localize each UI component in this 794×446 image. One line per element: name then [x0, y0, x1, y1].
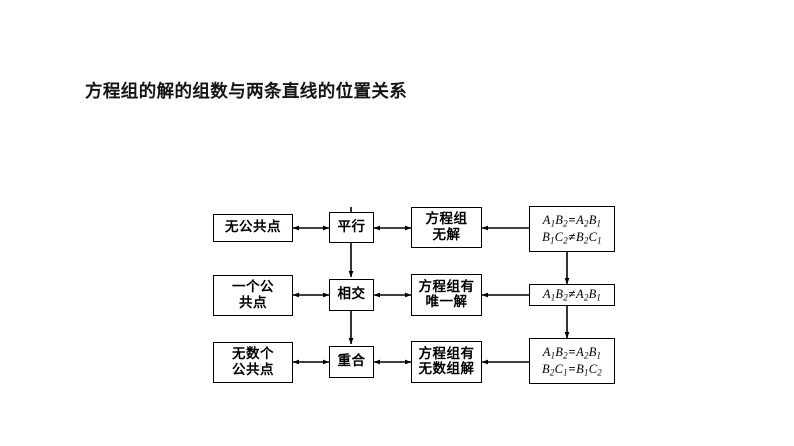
coefficient-line-1: A1B2≠A2B1	[542, 287, 602, 303]
node-line: 无公共点	[225, 219, 281, 236]
node-coefficient-row-coincide[interactable]: A1B2=A2B1 B2C1=B1C2	[529, 338, 615, 384]
node-line: 一个公	[232, 279, 274, 296]
coefficient-line-2: B1C2≠B2C1	[542, 229, 602, 246]
coefficient-line-1: A1B2=A2B1	[542, 344, 602, 361]
node-line: 无数组解	[418, 361, 475, 377]
node-line: 相交	[337, 286, 366, 303]
node-line: 平行	[337, 218, 366, 235]
node-position-row-coincide[interactable]: 重合	[329, 346, 374, 378]
node-solution-row-parallel[interactable]: 方程组 无解	[411, 207, 482, 248]
node-line: 共点	[239, 294, 267, 311]
coefficient-line-2: B2C1=B1C2	[542, 361, 602, 378]
node-line: 无解	[432, 226, 461, 243]
node-line: 方程组有	[418, 278, 475, 295]
node-line: 无数个	[232, 346, 274, 363]
node-position-row-parallel[interactable]: 平行	[329, 212, 374, 243]
node-coefficient-row-intersect[interactable]: A1B2≠A2B1	[529, 284, 615, 306]
node-line: 方程组有	[418, 345, 475, 362]
node-line: 公共点	[232, 361, 274, 378]
node-coefficient-row-parallel[interactable]: A1B2=A2B1 B1C2≠B2C1	[529, 206, 615, 252]
node-points-row-intersect[interactable]: 一个公 共点	[213, 275, 293, 316]
coefficient-line-1: A1B2=A2B1	[542, 212, 602, 229]
node-points-row-coincide[interactable]: 无数个 公共点	[213, 342, 293, 383]
node-line: 重合	[337, 353, 366, 370]
node-solution-row-intersect[interactable]: 方程组有 唯一解	[411, 274, 482, 316]
node-line: 方程组	[425, 211, 468, 228]
node-solution-row-coincide[interactable]: 方程组有 无数组解	[411, 341, 482, 383]
node-position-row-intersect[interactable]: 相交	[329, 279, 374, 311]
node-points-row-parallel[interactable]: 无公共点	[213, 214, 293, 242]
page-title: 方程组的解的组数与两条直线的位置关系	[85, 82, 408, 102]
node-line: 唯一解	[425, 294, 468, 310]
